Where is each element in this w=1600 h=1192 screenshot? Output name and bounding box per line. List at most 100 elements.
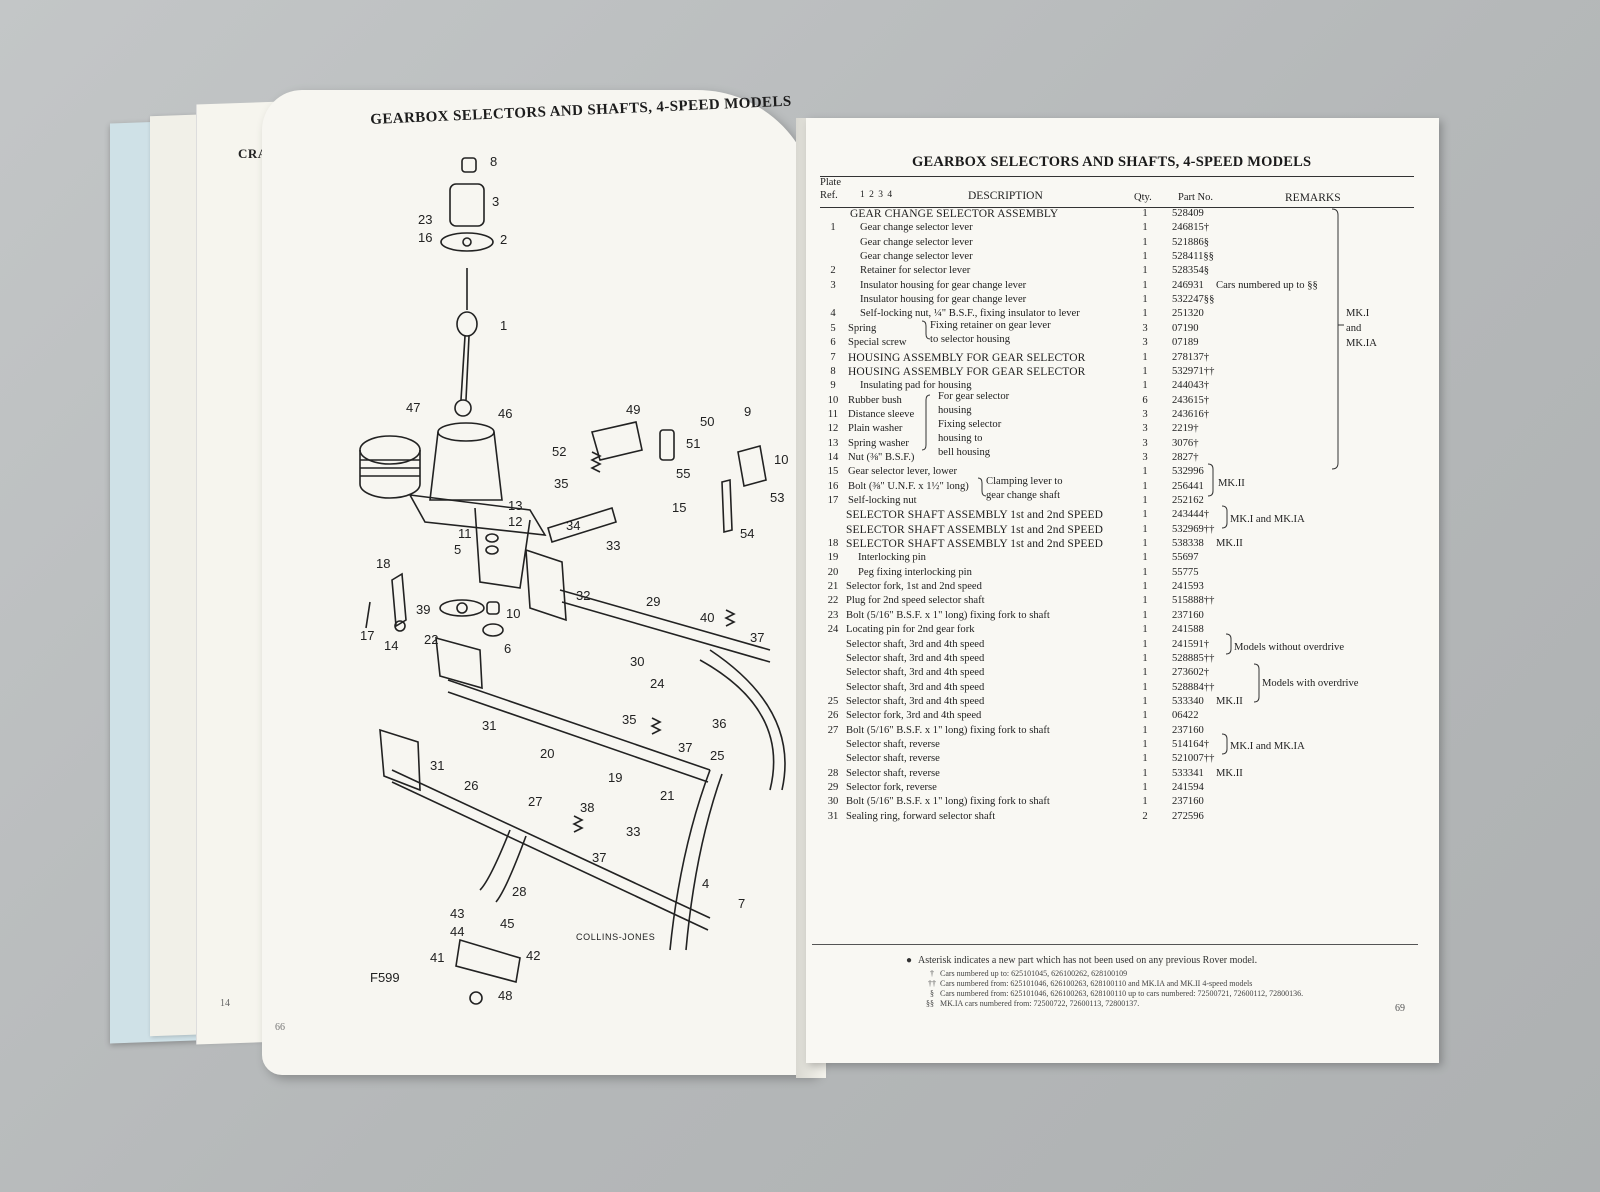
callout-51: 15 bbox=[672, 500, 686, 515]
callout-2: 2 bbox=[500, 232, 507, 247]
row-qty: 1 bbox=[1142, 738, 1148, 750]
callout-10a: 5 bbox=[454, 542, 461, 557]
row-qty: 1 bbox=[1142, 782, 1148, 793]
row-qty: 1 bbox=[1142, 279, 1148, 291]
row-remarks: MK.II bbox=[1216, 767, 1243, 779]
row-ref: 18 bbox=[827, 538, 839, 550]
row-ref: 14 bbox=[827, 451, 839, 463]
note-bell-housing: bell housing bbox=[938, 447, 991, 458]
row-part-no: 241594 bbox=[1172, 782, 1204, 793]
footnote-asterisk: Asterisk indicates a new part which has … bbox=[918, 955, 1258, 966]
callout-14: 13 bbox=[508, 498, 522, 513]
row-ref: 23 bbox=[827, 609, 839, 621]
row-description: Nut (⅜" B.S.F.) bbox=[848, 451, 915, 463]
row-part-no: 532996 bbox=[1172, 466, 1204, 478]
note-housing-to: housing to bbox=[938, 433, 983, 444]
row-ref: 6 bbox=[830, 337, 836, 349]
row-description: Distance sleeve bbox=[848, 408, 915, 420]
row-description: Locating pin for 2nd gear fork bbox=[846, 624, 975, 636]
row-qty: 1 bbox=[1142, 480, 1148, 492]
row-description: Bolt (5/16" B.S.F. x 1" long) fixing for… bbox=[846, 796, 1050, 808]
row-qty: 1 bbox=[1142, 265, 1148, 277]
footnote-double-dagger: Cars numbered from: 625101046, 626100263… bbox=[940, 979, 1253, 988]
row-description: Insulating pad for housing bbox=[860, 380, 972, 392]
row-qty: 1 bbox=[1142, 595, 1148, 607]
callout-41: 42 bbox=[526, 948, 540, 963]
callout-33b: 33 bbox=[626, 824, 640, 839]
footnote-asterisk-symbol: ● bbox=[906, 955, 913, 966]
callout-33a: 33 bbox=[606, 538, 620, 553]
callout-7: 46 bbox=[498, 406, 512, 421]
row-part-no: 252162 bbox=[1172, 495, 1204, 506]
row-part-no: 528411§§ bbox=[1172, 251, 1214, 263]
callout-9: 39 bbox=[416, 602, 430, 617]
row-qty: 3 bbox=[1142, 322, 1148, 334]
callout-13: 12 bbox=[508, 514, 522, 529]
row-ref: 30 bbox=[827, 796, 839, 808]
row-qty: 1 bbox=[1142, 308, 1148, 320]
callout-40: 41 bbox=[430, 950, 444, 965]
row-description: Sealing ring, forward selector shaft bbox=[846, 810, 996, 822]
row-remarks: MK.II bbox=[1216, 538, 1243, 550]
row-part-no: 237160 bbox=[1172, 724, 1204, 736]
footnote-rule bbox=[812, 944, 1418, 945]
row-description: Interlocking pin bbox=[858, 552, 926, 564]
callout-39: 40 bbox=[700, 610, 714, 625]
callout-38: 38 bbox=[580, 800, 594, 815]
row-qty: 3 bbox=[1142, 437, 1148, 449]
header-rule-top bbox=[820, 176, 1414, 177]
row-part-no: 237160 bbox=[1172, 796, 1204, 808]
row-description: Gear change selector lever bbox=[860, 222, 973, 234]
row-description: Insulator housing for gear change lever bbox=[860, 279, 1027, 291]
row-description: Bolt (5/16" B.S.F. x 1" long) fixing for… bbox=[846, 609, 1050, 621]
note-mk1-mk1a-b: MK.I and MK.IA bbox=[1230, 741, 1305, 752]
footnote-double-dagger-symbol: †† bbox=[928, 979, 936, 988]
row-part-no: 55775 bbox=[1172, 566, 1199, 578]
row-qty: 1 bbox=[1142, 624, 1148, 636]
callout-52: 10 bbox=[774, 452, 788, 467]
row-part-no: 533340 bbox=[1172, 695, 1204, 707]
row-qty: 1 bbox=[1142, 222, 1148, 234]
table-row: 30 Bolt (5/16" B.S.F. x 1" long) fixing f… bbox=[0, 796, 1600, 810]
callout-35a: 35 bbox=[554, 476, 568, 491]
callout-28: 29 bbox=[646, 594, 660, 609]
row-ref: 20 bbox=[827, 566, 839, 578]
callout-4: 8 bbox=[490, 154, 497, 169]
callout-17: 18 bbox=[376, 556, 390, 571]
callout-3: 3 bbox=[492, 194, 499, 209]
row-part-no: 528885†† bbox=[1172, 652, 1215, 664]
row-part-no: 528409 bbox=[1172, 208, 1204, 219]
header-qty: Qty. bbox=[1134, 192, 1152, 203]
row-part-no: 2827† bbox=[1172, 451, 1199, 463]
row-part-no: 256441 bbox=[1172, 480, 1204, 492]
row-ref: 28 bbox=[827, 767, 839, 779]
row-description: Selector shaft, reverse bbox=[846, 753, 940, 765]
row-ref: 26 bbox=[827, 710, 839, 722]
row-part-no: 246931 bbox=[1172, 279, 1204, 291]
row-qty: 1 bbox=[1142, 638, 1148, 650]
callout-27: 28 bbox=[512, 884, 526, 899]
row-qty: 1 bbox=[1142, 581, 1148, 593]
header-description: DESCRIPTION bbox=[968, 190, 1043, 202]
row-qty: 1 bbox=[1142, 523, 1148, 535]
callout-6: 23 bbox=[418, 212, 432, 227]
row-qty: 1 bbox=[1142, 753, 1148, 765]
row-ref: 22 bbox=[827, 595, 839, 607]
row-description: Plain washer bbox=[848, 423, 903, 435]
note-fixing-retainer: Fixing retainer on gear lever bbox=[930, 320, 1051, 331]
row-part-no: 243444† bbox=[1172, 509, 1210, 521]
row-qty: 1 bbox=[1142, 466, 1148, 478]
callout-21: 4 bbox=[702, 876, 709, 891]
row-description: Self-locking nut, ¼" B.S.F., fixing insu… bbox=[860, 308, 1080, 320]
